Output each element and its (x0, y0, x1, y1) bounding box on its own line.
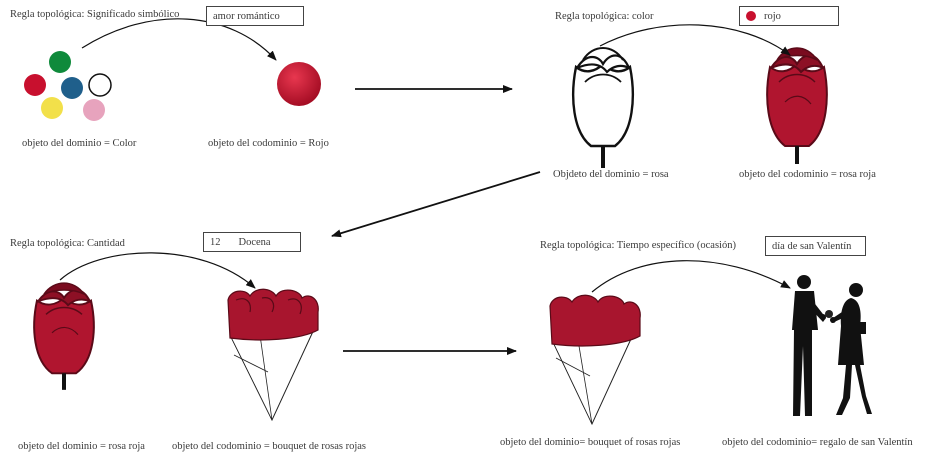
rose-bouquet (228, 289, 318, 420)
mapping-arc-3 (60, 253, 255, 288)
value-box-3-number: 12 (210, 237, 221, 248)
value-box-3-unit: Docena (239, 237, 271, 248)
codomain-caption-3: objeto del codominio = bouquet de rosas … (172, 441, 366, 452)
value-box-4: día de san Valentín (765, 236, 866, 256)
value-box-1-text: amor romántico (213, 11, 280, 22)
rule-label-2: Regla topológica: color (555, 11, 654, 22)
value-box-2-text: rojo (764, 11, 781, 22)
codomain-caption-1: objeto del codominio = Rojo (208, 138, 329, 149)
value-box-4-text: día de san Valentín (772, 241, 851, 252)
value-box-3: 12 Docena (203, 232, 301, 252)
palette-dot-white (89, 74, 111, 96)
red-dot-icon (746, 11, 756, 21)
red-rose (767, 48, 827, 164)
palette-dot-yellow (41, 97, 63, 119)
codomain-caption-2: objeto del codominio = rosa roja (739, 169, 876, 180)
palette-dot-green (49, 51, 71, 73)
couple-silhouette (792, 275, 872, 416)
domain-caption-1: objeto del dominio = Color (22, 138, 136, 149)
mapping-arc-2 (600, 25, 790, 55)
color-palette (24, 51, 111, 121)
red-rose-single (34, 283, 94, 390)
red-color-ball (277, 62, 321, 106)
mapping-arc-4 (592, 261, 790, 292)
domain-caption-4: objeto del dominio= bouquet of rosas roj… (500, 437, 680, 448)
value-box-2: rojo (739, 6, 839, 26)
rose-bouquet-small (550, 295, 640, 424)
domain-caption-3: objeto del dominio = rosa roja (18, 441, 145, 452)
white-rose-outline (573, 48, 633, 168)
rule-label-1: Regla topológica: Significado simbólico (10, 9, 179, 20)
palette-dot-red (24, 74, 46, 96)
value-box-1: amor romántico (206, 6, 304, 26)
codomain-caption-4: objeto del codominio= regalo de san Vale… (722, 437, 913, 448)
palette-dot-pink (83, 99, 105, 121)
rule-label-4: Regla topológica: Tiempo específico (oca… (540, 240, 736, 251)
rule-label-3: Regla topológica: Cantidad (10, 238, 125, 249)
domain-caption-2: Objdeto del dominio = rosa (553, 169, 669, 180)
flow-arrow-2-to-3 (332, 172, 540, 236)
palette-dot-blue (61, 77, 83, 99)
